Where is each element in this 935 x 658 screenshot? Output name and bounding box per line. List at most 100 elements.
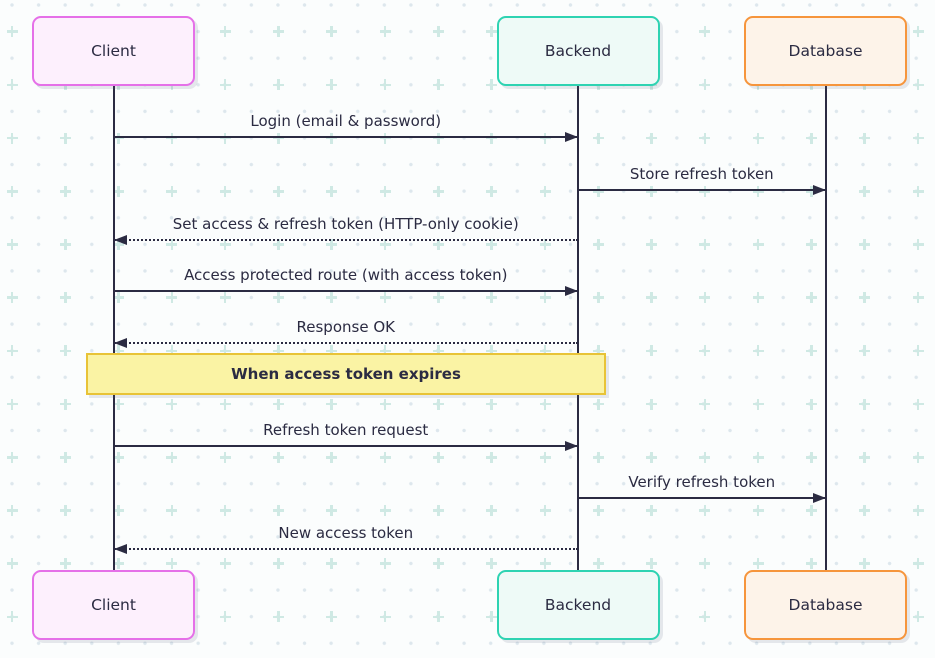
actor-label: Backend	[544, 596, 612, 614]
grid-plus-mark	[166, 185, 178, 197]
grid-plus-mark	[6, 79, 18, 91]
grid-plus-mark	[59, 505, 71, 516]
grid-plus-mark	[379, 26, 391, 38]
grid-plus-mark	[486, 558, 498, 570]
grid-plus-mark	[912, 292, 924, 304]
message-label-login-email-password: Login (email & password)	[250, 112, 442, 130]
grid-plus-mark	[273, 26, 284, 38]
grid-plus-mark	[859, 451, 871, 463]
grid-plus-mark	[6, 611, 18, 623]
message-label-store-refresh-token: Store refresh token	[629, 165, 774, 183]
grid-plus-mark	[59, 292, 71, 304]
grid-plus-mark	[273, 451, 284, 463]
grid-plus-mark	[752, 558, 764, 570]
arrowhead-icon	[113, 234, 127, 245]
grid-plus-mark	[432, 451, 444, 463]
arrowhead-icon	[565, 440, 578, 451]
arrowhead-icon	[565, 131, 578, 142]
grid-plus-mark	[699, 345, 711, 357]
grid-plus-mark	[646, 345, 658, 357]
grid-plus-mark	[859, 558, 871, 570]
grid-plus-mark	[166, 292, 178, 304]
grid-plus-mark	[113, 451, 125, 463]
grid-plus-mark	[752, 451, 764, 463]
grid-plus-mark	[912, 26, 924, 38]
grid-plus-mark	[113, 132, 125, 144]
grid-plus-mark	[699, 26, 711, 38]
actor-label: Database	[788, 42, 863, 60]
grid-plus-mark	[646, 185, 658, 197]
grid-plus-mark	[592, 558, 604, 570]
grid-plus-mark	[219, 185, 231, 197]
grid-plus-mark	[326, 132, 338, 144]
message-arrow-new-access-token	[113, 548, 578, 550]
grid-plus-mark	[752, 292, 764, 304]
grid-plus-mark	[592, 505, 604, 516]
grid-plus-mark	[539, 292, 551, 304]
grid-plus-mark	[859, 132, 871, 144]
message-label-new-access-token: New access token	[278, 524, 414, 542]
grid-plus-mark	[273, 132, 284, 144]
grid-plus-mark	[592, 398, 604, 410]
message-arrow-login-email-password	[113, 136, 578, 138]
grid-plus-mark	[59, 451, 71, 463]
grid-plus-mark	[6, 505, 18, 516]
grid-plus-mark	[432, 292, 444, 304]
grid-plus-mark	[113, 398, 125, 410]
grid-plus-mark	[912, 79, 924, 91]
message-label-set-access-refresh-token-http-only-cookie: Set access & refresh token (HTTP-only co…	[172, 215, 519, 233]
grid-plus-mark	[59, 239, 71, 250]
message-arrow-access-protected-route-with-access-token	[113, 290, 578, 292]
grid-plus-mark	[699, 185, 711, 197]
grid-plus-mark	[219, 505, 231, 516]
arrowhead-icon	[113, 337, 127, 348]
grid-plus-mark	[166, 451, 178, 463]
grid-plus-mark	[646, 558, 658, 570]
note-label: When access token expires	[231, 365, 461, 383]
grid-plus-mark	[752, 185, 764, 197]
grid-plus-mark	[326, 398, 338, 410]
grid-plus-mark	[326, 451, 338, 463]
grid-plus-mark	[6, 398, 18, 410]
grid-plus-mark	[432, 558, 444, 570]
grid-plus-mark	[113, 185, 125, 197]
grid-plus-mark	[646, 398, 658, 410]
grid-plus-mark	[592, 451, 604, 463]
grid-plus-mark	[539, 132, 551, 144]
grid-plus-mark	[699, 239, 711, 250]
grid-plus-mark	[912, 451, 924, 463]
grid-plus-mark	[6, 132, 18, 144]
grid-plus-mark	[646, 132, 658, 144]
arrowhead-icon	[113, 543, 127, 554]
grid-plus-mark	[859, 398, 871, 410]
grid-plus-mark	[326, 292, 338, 304]
grid-plus-mark	[486, 132, 498, 144]
message-label-access-protected-route-with-access-token: Access protected route (with access toke…	[184, 266, 508, 284]
grid-plus-mark	[486, 292, 498, 304]
grid-plus-mark	[432, 611, 444, 623]
grid-plus-mark	[219, 398, 231, 410]
arrowhead-icon	[812, 184, 826, 195]
grid-plus-mark	[859, 185, 871, 197]
grid-plus-mark	[59, 345, 71, 357]
lifeline-database	[824, 86, 827, 570]
grid-plus-mark	[219, 558, 231, 570]
grid-plus-mark	[486, 611, 498, 623]
grid-plus-mark	[592, 239, 604, 250]
grid-plus-mark	[646, 451, 658, 463]
grid-plus-mark	[912, 611, 924, 623]
grid-plus-mark	[699, 505, 711, 516]
message-label-refresh-token-request: Refresh token request	[263, 421, 429, 439]
grid-plus-mark	[113, 558, 125, 570]
grid-plus-mark	[699, 558, 711, 570]
grid-plus-mark	[912, 132, 924, 144]
message-arrow-verify-refresh-token	[578, 497, 826, 499]
grid-plus-mark	[752, 398, 764, 410]
actor-database-top: Database	[744, 16, 907, 86]
message-arrow-store-refresh-token	[578, 189, 826, 191]
grid-plus-mark	[859, 239, 871, 250]
grid-plus-mark	[166, 132, 178, 144]
grid-plus-mark	[646, 239, 658, 250]
grid-plus-mark	[166, 558, 178, 570]
